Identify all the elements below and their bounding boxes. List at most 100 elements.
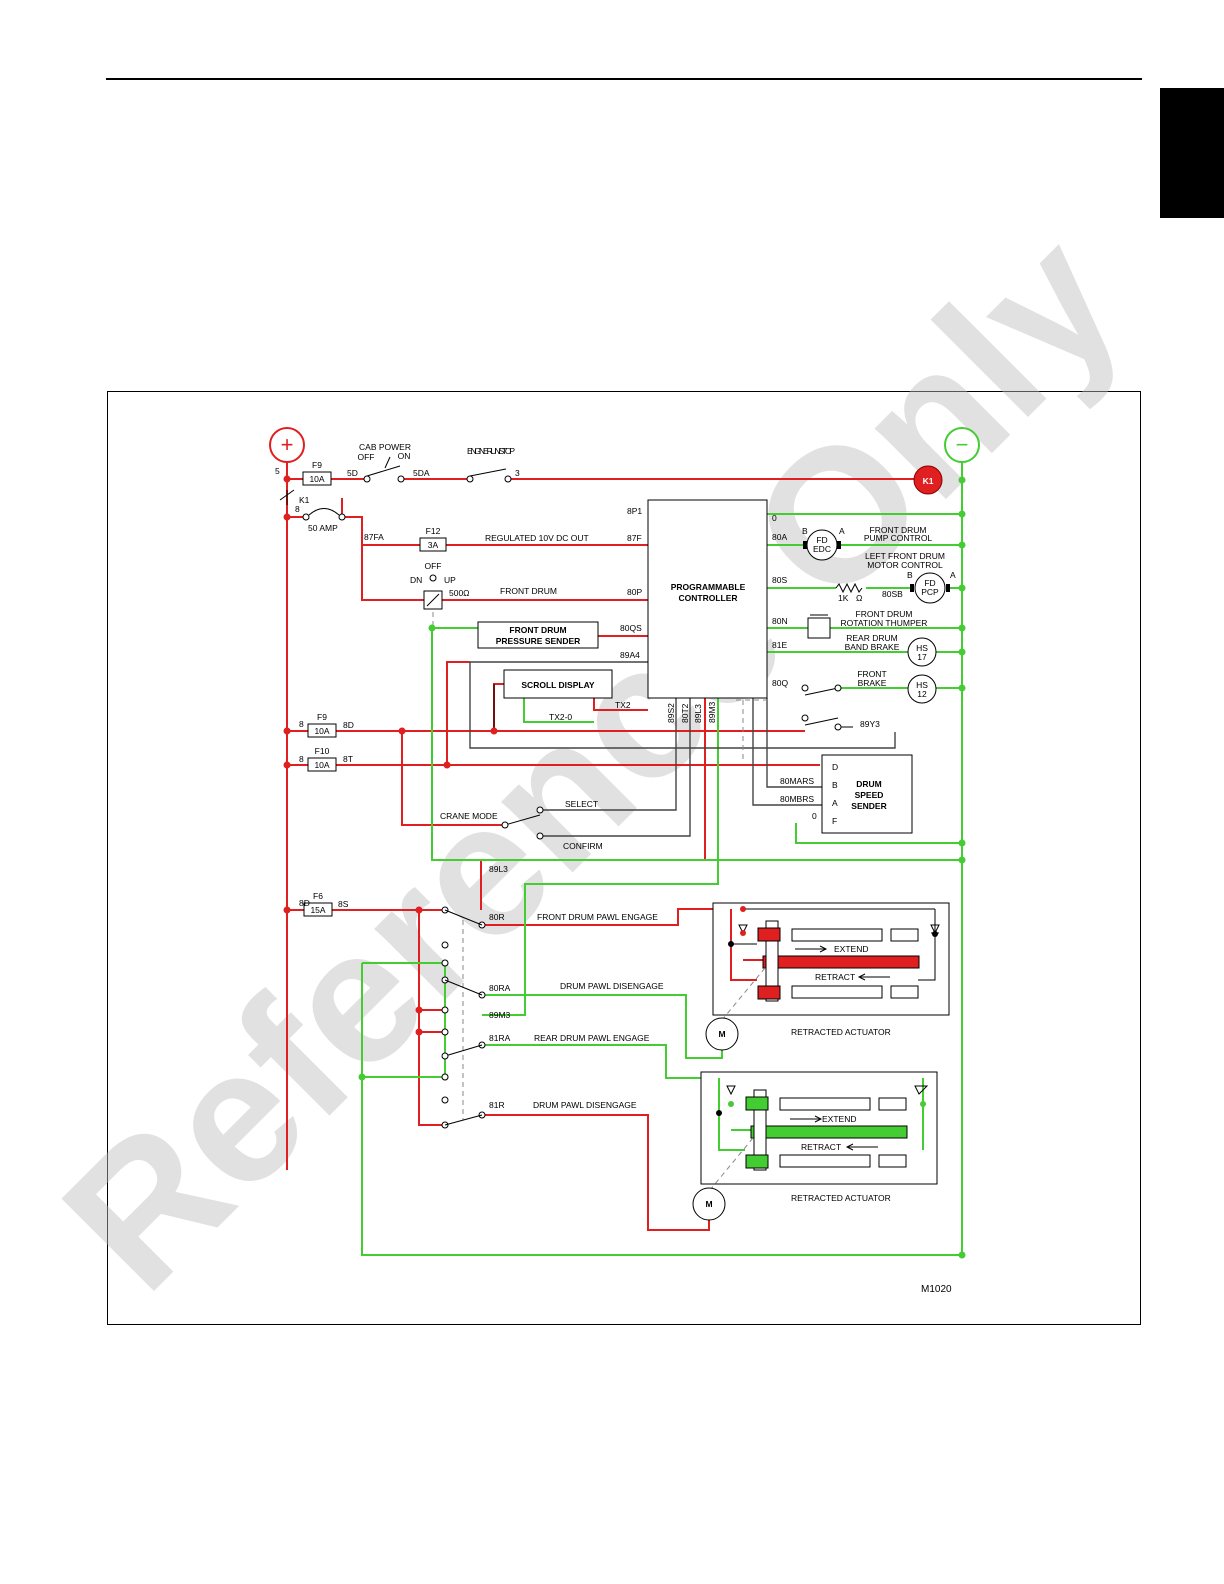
wire-select xyxy=(540,698,677,811)
svg-text:89M3: 89M3 xyxy=(489,1010,511,1020)
svg-text:OFF: OFF xyxy=(358,452,375,462)
svg-text:5D: 5D xyxy=(347,468,358,478)
svg-text:FD: FD xyxy=(924,578,935,588)
svg-text:BAND BRAKE: BAND BRAKE xyxy=(845,642,900,652)
pressure-sender-label-2: PRESSURE SENDER xyxy=(496,636,581,646)
svg-text:FRONT DRUM: FRONT DRUM xyxy=(856,609,913,619)
header-rule xyxy=(106,78,1142,80)
wire-81r xyxy=(482,1114,710,1231)
svg-text:F10: F10 xyxy=(315,746,330,756)
svg-text:8S: 8S xyxy=(338,899,349,909)
svg-text:Ω: Ω xyxy=(856,593,862,603)
wire-crane-mode xyxy=(401,731,502,826)
fuse-f9-mid: F9 10A xyxy=(307,712,337,738)
controller-label-1: PROGRAMMABLE xyxy=(671,582,746,592)
svg-text:80S: 80S xyxy=(772,575,787,585)
svg-text:DN: DN xyxy=(410,575,422,585)
fuse-f9-top: F9 10A xyxy=(302,460,332,486)
wire-87fa xyxy=(287,516,648,546)
svg-text:10A: 10A xyxy=(309,474,324,484)
fuse-f10: F10 10A xyxy=(307,746,337,772)
svg-text:80T2: 80T2 xyxy=(680,703,690,723)
resistor-1k-icon xyxy=(835,582,863,594)
svg-text:80QS: 80QS xyxy=(620,623,642,633)
programmable-controller xyxy=(647,499,768,699)
svg-text:3A: 3A xyxy=(428,540,439,550)
svg-text:0: 0 xyxy=(772,513,777,523)
switch-front-brake xyxy=(804,687,839,696)
fuse-f12: F12 3A xyxy=(419,526,447,552)
front-drum-pressure-sender xyxy=(477,621,599,649)
svg-text:F6: F6 xyxy=(313,891,323,901)
svg-text:10A: 10A xyxy=(314,760,329,770)
svg-text:OFF: OFF xyxy=(425,561,442,571)
svg-text:REGULATED 10V DC OUT: REGULATED 10V DC OUT xyxy=(485,533,589,543)
svg-text:FRONT DRUM: FRONT DRUM xyxy=(500,586,557,596)
svg-text:B: B xyxy=(832,780,838,790)
svg-text:80MARS: 80MARS xyxy=(780,776,814,786)
svg-text:80R: 80R xyxy=(489,912,505,922)
wire-pressure-sender-return xyxy=(431,625,962,861)
relay-k1-label: K1 xyxy=(923,476,934,486)
wire-89m3 xyxy=(482,698,719,1016)
svg-text:89L3: 89L3 xyxy=(693,704,703,723)
svg-text:80RA: 80RA xyxy=(489,983,511,993)
svg-text:5: 5 xyxy=(275,466,280,476)
wire-front-drum-pot xyxy=(361,545,648,601)
svg-text:A: A xyxy=(839,526,845,536)
svg-text:8: 8 xyxy=(299,754,304,764)
svg-text:F9: F9 xyxy=(312,460,322,470)
motor-2-icon xyxy=(692,1187,726,1221)
svg-text:EDC: EDC xyxy=(813,544,831,554)
svg-text:RETRACT: RETRACT xyxy=(801,1142,841,1152)
svg-text:F12: F12 xyxy=(426,526,441,536)
thumper-solenoid xyxy=(807,617,831,639)
svg-text:RETRACTED ACTUATOR: RETRACTED ACTUATOR xyxy=(791,1027,891,1037)
dss-label-1: DRUM xyxy=(856,779,882,789)
svg-text:UP: UP xyxy=(444,575,456,585)
svg-text:A: A xyxy=(950,570,956,580)
wire-80ra xyxy=(482,994,723,1059)
retracted-actuator-1 xyxy=(712,902,950,1021)
svg-text:EXTEND: EXTEND xyxy=(834,944,868,954)
hs17-coil xyxy=(907,637,937,667)
scroll-display xyxy=(503,669,613,699)
motor-2-label: M xyxy=(705,1199,712,1209)
svg-text:50 AMP: 50 AMP xyxy=(308,523,338,533)
red-junction-dots xyxy=(283,475,498,1036)
svg-text:D: D xyxy=(832,762,838,772)
wire-80mbrs xyxy=(752,698,822,806)
svg-text:LEFT FRONT DRUM: LEFT FRONT DRUM xyxy=(865,551,945,561)
svg-text:ON: ON xyxy=(398,451,411,461)
watermark: Reference Only xyxy=(24,193,1160,1329)
svg-text:REAR DRUM: REAR DRUM xyxy=(846,633,897,643)
svg-text:80Q: 80Q xyxy=(772,678,788,688)
svg-text:REAR DRUM PAWL ENGAGE: REAR DRUM PAWL ENGAGE xyxy=(534,1033,650,1043)
svg-text:81R: 81R xyxy=(489,1100,505,1110)
scroll-display-label: SCROLL DISPLAY xyxy=(521,680,595,690)
svg-text:87FA: 87FA xyxy=(364,532,384,542)
signal-wiring xyxy=(432,612,896,1120)
wire-tx2-0 xyxy=(523,698,594,723)
negative-terminal-icon xyxy=(944,427,980,463)
svg-text:12: 12 xyxy=(917,689,927,699)
svg-text:PCP: PCP xyxy=(921,587,939,597)
svg-text:89L3: 89L3 xyxy=(489,864,508,874)
svg-text:EXTEND: EXTEND xyxy=(822,1114,856,1124)
svg-text:TX2-0: TX2-0 xyxy=(549,712,572,722)
svg-text:FRONT DRUM PAWL ENGAGE: FRONT DRUM PAWL ENGAGE xyxy=(537,912,658,922)
motor-1-icon xyxy=(705,1017,739,1051)
positive-terminal-icon xyxy=(269,427,305,463)
svg-text:8: 8 xyxy=(299,719,304,729)
wire-tx2 xyxy=(593,698,648,711)
dss-label-2: SPEED xyxy=(855,790,884,800)
svg-text:ENGINE RUN/STOP: ENGINE RUN/STOP xyxy=(467,446,515,456)
svg-text:A: A xyxy=(832,798,838,808)
switch-crane-mode xyxy=(504,814,541,826)
svg-text:MOTOR CONTROL: MOTOR CONTROL xyxy=(867,560,943,570)
svg-text:80SB: 80SB xyxy=(882,589,903,599)
svg-text:RETRACT: RETRACT xyxy=(815,972,855,982)
positive-symbol: + xyxy=(281,432,294,457)
svg-text:FD: FD xyxy=(816,535,827,545)
